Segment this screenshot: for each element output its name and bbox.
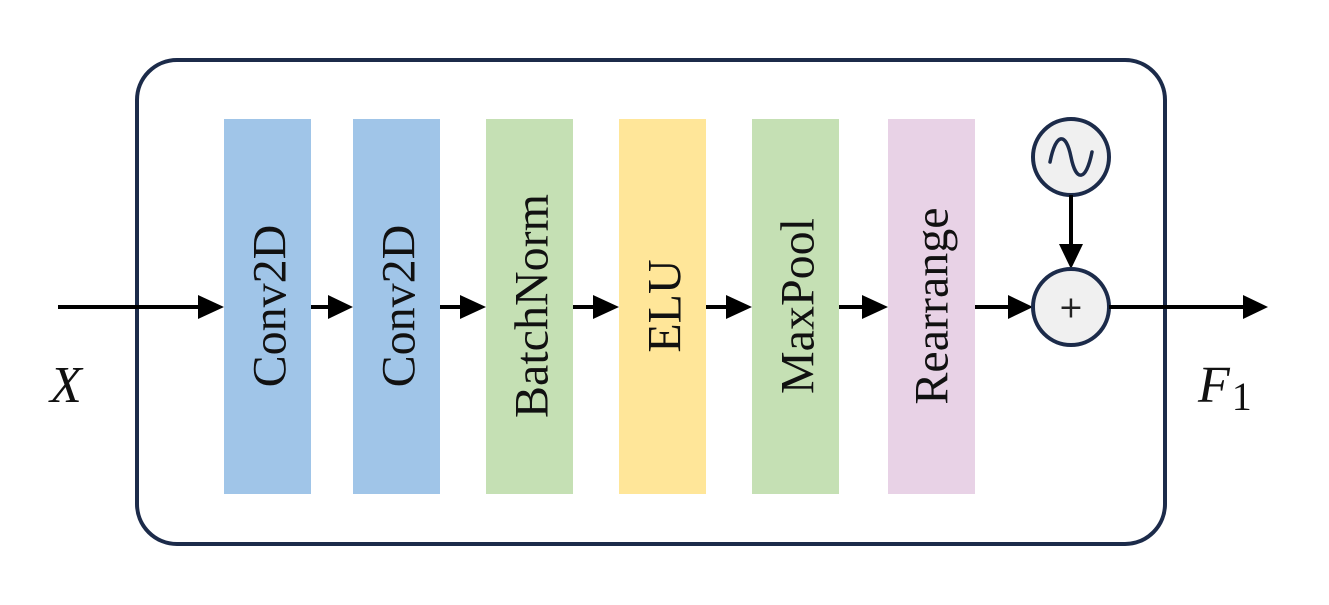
output-label-subscript: 1: [1232, 374, 1252, 419]
layer-4-label: ELU: [639, 259, 692, 352]
layer-5-maxpool: MaxPool: [752, 119, 839, 494]
layer-6-label: Rearrange: [906, 207, 959, 404]
output-label-base: F: [1197, 357, 1231, 414]
connector-3: [573, 295, 619, 319]
connector-6: [975, 295, 1033, 319]
layer-2-conv2d: Conv2D: [353, 119, 440, 494]
add-node: +: [1031, 267, 1111, 347]
layer-3-label: BatchNorm: [506, 194, 559, 418]
layer-4-box: [619, 119, 706, 494]
layer-3-batchnorm: BatchNorm: [486, 119, 573, 494]
layer-4-elu: ELU: [619, 119, 706, 494]
layer-3-box: [486, 119, 573, 494]
input-label: X: [48, 357, 84, 414]
layer-2-box: [353, 119, 440, 494]
output-arrow: [1109, 295, 1268, 319]
connector-1: [311, 295, 353, 319]
input-arrow: [58, 295, 224, 319]
add-symbol: +: [1058, 291, 1083, 326]
layer-1-conv2d: Conv2D: [224, 119, 311, 494]
layer-1-box: [224, 119, 311, 494]
connector-4: [706, 295, 752, 319]
positional-encoding-node: [1031, 117, 1111, 197]
layer-6-rearrange: Rearrange: [888, 119, 975, 494]
encoding-connector: [1059, 195, 1083, 269]
sine-wave-path: [1048, 137, 1094, 177]
layer-5-label: MaxPool: [772, 218, 825, 394]
output-label: F1: [1197, 357, 1252, 419]
layer-2-label: Conv2D: [373, 225, 426, 388]
connector-2: [440, 295, 486, 319]
layer-6-box: [888, 119, 975, 494]
layer-5-box: [752, 119, 839, 494]
connector-5: [839, 295, 888, 319]
layer-1-label: Conv2D: [244, 225, 297, 388]
